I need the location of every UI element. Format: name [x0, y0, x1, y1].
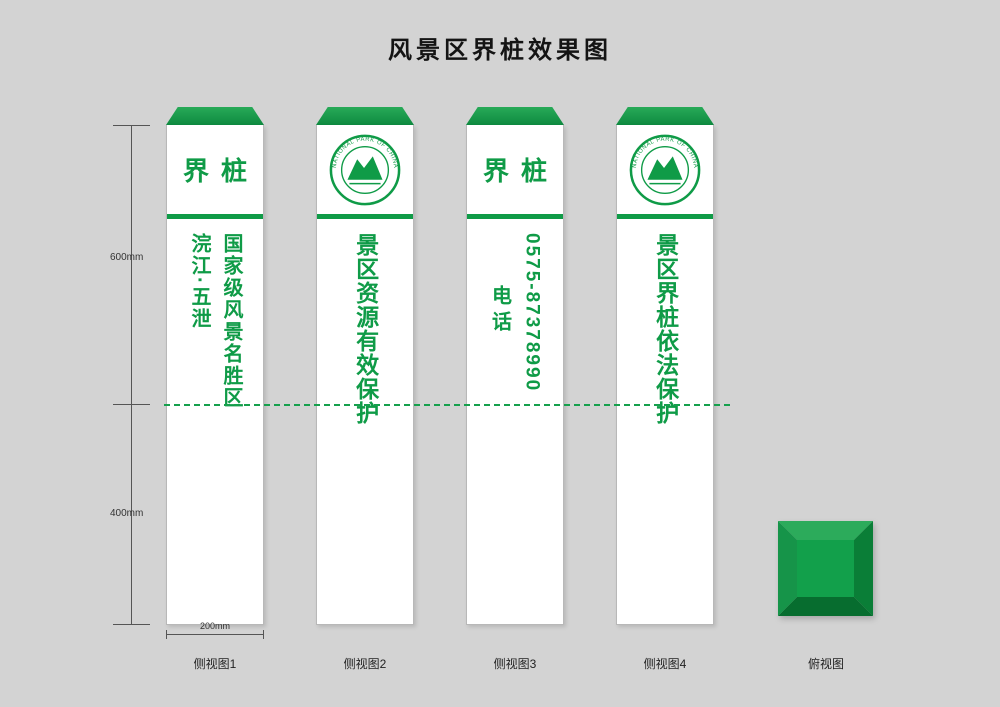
pillar-side-view-3: 界桩 0575-87378990 电话	[466, 107, 564, 625]
dimension-line-vertical	[131, 125, 132, 625]
view-label-side-3: 侧视图3	[493, 657, 537, 671]
pillar-cap	[166, 107, 264, 125]
top-face-top	[778, 521, 873, 540]
dimension-tick-top	[113, 125, 150, 126]
national-park-emblem: NATIONAL PARK OF CHINA	[317, 125, 413, 214]
pillar-divider	[617, 214, 713, 219]
pillar-vertical-text: 0575-87378990 电话	[467, 219, 563, 392]
pillar-body: 界桩 国家级风景名胜区 浣江·五泄	[166, 125, 264, 625]
pillar-body: NATIONAL PARK OF CHINA 景区界桩依法保护	[616, 125, 714, 625]
top-face-bottom	[778, 597, 873, 616]
top-view-square	[778, 521, 873, 616]
pillar-text-column: 电话	[488, 285, 511, 337]
pillar-cap	[616, 107, 714, 125]
pillar-cap	[466, 107, 564, 125]
pillar-phone-number: 0575-87378990	[521, 233, 543, 393]
emblem-mountain-icon	[347, 155, 383, 180]
national-park-emblem-graphic: NATIONAL PARK OF CHINA	[629, 134, 701, 205]
pillar-body: 界桩 0575-87378990 电话	[466, 125, 564, 625]
pillar-cap	[316, 107, 414, 125]
ground-level-dashed-line	[164, 404, 730, 406]
pillar-side-view-2: NATIONAL PARK OF CHINA 景区资源有效保护	[316, 107, 414, 625]
page-title: 风景区界桩效果图	[388, 38, 612, 64]
pillar-body: NATIONAL PARK OF CHINA 景区资源有效保护	[316, 125, 414, 625]
dimension-label-upper: 600mm	[110, 252, 144, 263]
pillar-text-column: 国家级风景名胜区	[220, 233, 242, 409]
top-face-right	[854, 521, 873, 616]
pillar-header-text: 界桩	[182, 156, 259, 186]
pillar-divider	[167, 214, 263, 219]
pillar-header-text: 界桩	[482, 156, 559, 186]
pillar-vertical-text: 景区资源有效保护	[317, 219, 413, 425]
dimension-tick-middle	[113, 404, 150, 405]
top-view-graphic	[778, 521, 873, 616]
dimension-line-width	[166, 634, 264, 635]
pillar-side-view-1: 界桩 国家级风景名胜区 浣江·五泄	[166, 107, 264, 625]
view-label-side-1: 侧视图1	[193, 657, 237, 671]
view-label-side-2: 侧视图2	[343, 657, 387, 671]
pillar-vertical-text: 国家级风景名胜区 浣江·五泄	[167, 219, 263, 409]
emblem-mountain-icon	[647, 155, 683, 180]
pillar-text-column: 浣江·五泄	[188, 233, 210, 330]
dimension-width-tick-right	[263, 630, 264, 639]
pillar-side-view-4: NATIONAL PARK OF CHINA 景区界桩依法保护	[616, 107, 714, 625]
pillar-divider	[317, 214, 413, 219]
dimension-tick-bottom	[113, 624, 150, 625]
pillar-text-column: 景区资源有效保护	[352, 233, 379, 425]
pillar-divider	[467, 214, 563, 219]
dimension-label-lower: 400mm	[110, 508, 144, 519]
pillar-text-column: 景区界桩依法保护	[652, 233, 679, 425]
view-label-top: 俯视图	[807, 657, 844, 671]
top-face-left	[778, 521, 797, 616]
view-label-side-4: 侧视图4	[643, 657, 687, 671]
dimension-width-tick-left	[166, 630, 167, 639]
top-face-center	[797, 540, 854, 597]
national-park-emblem-graphic: NATIONAL PARK OF CHINA	[329, 134, 401, 205]
national-park-emblem: NATIONAL PARK OF CHINA	[617, 125, 713, 214]
dimension-label-width: 200mm	[199, 621, 230, 631]
pillar-vertical-text: 景区界桩依法保护	[617, 219, 713, 425]
